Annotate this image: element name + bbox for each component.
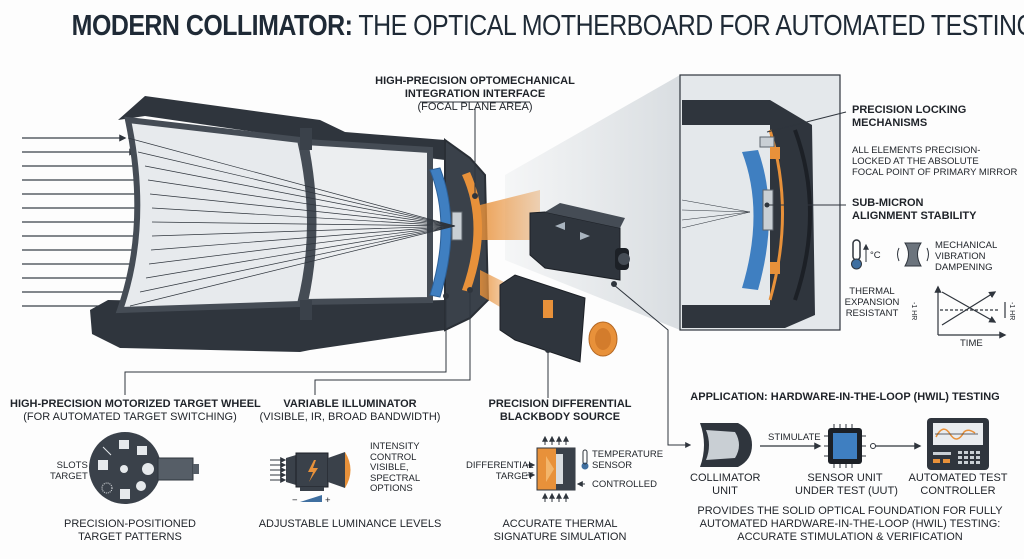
illuminator-option: CONTROL	[370, 451, 417, 463]
slots-target-label: SLOTS TARGET	[50, 460, 88, 482]
illuminator-option: INTENSITY	[370, 441, 420, 452]
thermal-unit: °C	[870, 250, 881, 261]
alignment-callout: SUB-MICRON ALIGNMENT STABILITY	[852, 197, 976, 223]
illuminator-option: OPTIONS	[370, 483, 413, 494]
stimulate-label: STIMULATE	[768, 432, 821, 443]
collimator-unit-label: COLLIMATOR UNIT	[690, 472, 761, 498]
illuminator-module	[529, 203, 630, 281]
locking-callout: PRECISION LOCKING MECHANISMS	[852, 104, 966, 130]
collimator-line-1: COLLIMATOR	[690, 472, 761, 484]
controller-line-2: CONTROLLER	[920, 485, 996, 497]
differential-target: TARGET	[495, 471, 534, 482]
blackbody-heading-1: PRECISION DIFFERENTIAL	[488, 398, 632, 410]
vibration-line-3: DAMPENING	[935, 262, 993, 273]
interface-heading-1: HIGH-PRECISION OPTOMECHANICAL	[375, 75, 575, 87]
target-wheel-title: HIGH-PRECISION MOTORIZED TARGET WHEEL (F…	[10, 398, 261, 424]
leader-lines	[124, 101, 692, 448]
target-wheel-icon	[89, 432, 199, 504]
collimator-line-2: UNIT	[712, 485, 738, 497]
illuminator-caption: ADJUSTABLE LUMINANCE LEVELS	[258, 518, 442, 530]
illuminator-icon	[270, 452, 351, 502]
application-heading: APPLICATION: HARDWARE-IN-THE-LOOP (HWIL)…	[680, 391, 1010, 404]
sensor-chip-icon	[824, 424, 866, 468]
luminance-plus: +	[325, 495, 331, 506]
thermometer-icon	[851, 239, 869, 270]
vibration-damper-icon	[897, 242, 929, 267]
alignment-heading-1: SUB-MICRON	[852, 197, 924, 209]
graph-x-label: TIME	[960, 338, 983, 349]
thermal-label: THERMAL EXPANSION RESISTANT	[842, 286, 902, 319]
thermal-line-3: RESISTANT	[845, 308, 899, 319]
interface-callout: HIGH-PRECISION OPTOMECHANICAL INTEGRATIO…	[360, 75, 590, 114]
thermal-line-2: EXPANSION	[844, 297, 900, 308]
target-wheel-sub: (FOR AUTOMATED TARGET SWITCHING)	[23, 411, 237, 423]
illuminator-sub: (VISIBLE, IR, BROAD BANDWIDTH)	[259, 411, 441, 423]
blackbody-module	[499, 274, 618, 363]
summary-line-3: ACCURATE STIMULATION & VERIFICATION	[737, 531, 963, 543]
hwil-collimator-icon	[700, 423, 752, 467]
controller-label: AUTOMATED TEST CONTROLLER	[908, 472, 1008, 498]
vibration-label: MECHANICAL VIBRATION DAMPENING	[935, 240, 997, 273]
blackbody-heading-2: BLACKBODY SOURCE	[499, 411, 621, 423]
graph-y-right-label: -1 HR	[1008, 302, 1015, 321]
alignment-heading-2: ALIGNMENT STABILITY	[852, 210, 977, 222]
illuminator-options: INTENSITY CONTROL VISIBLE, SPECTRAL OPTI…	[370, 441, 421, 495]
sensor-label: SENSOR	[592, 460, 633, 471]
temperature-label: TEMPERATURE	[592, 449, 664, 460]
target-wheel-heading: HIGH-PRECISION MOTORIZED TARGET WHEEL	[10, 398, 261, 410]
temperature-sensor-label: TEMPERATURE SENSOR	[592, 449, 663, 471]
vibration-line-2: VIBRATION	[935, 251, 986, 262]
illuminator-heading: VARIABLE ILLUMINATOR	[283, 398, 417, 410]
interface-heading-2: INTEGRATION INTERFACE	[404, 88, 546, 100]
application-heading-text: APPLICATION: HARDWARE-IN-THE-LOOP (HWIL)…	[690, 391, 1000, 403]
differential-label: DIFFERENTIAL	[466, 460, 534, 471]
target-wheel-caption: PRECISION-POSITIONED TARGET PATTERNS	[10, 518, 250, 544]
locking-heading-2: MECHANISMS	[852, 117, 928, 129]
thermal-line-1: THERMAL	[849, 286, 895, 297]
sensor-unit-label: SENSOR UNIT UNDER TEST (UUT)	[795, 472, 898, 498]
collimator-housing	[90, 96, 490, 352]
summary-line-1: PROVIDES THE SOLID OPTICAL FOUNDATION FO…	[697, 505, 1003, 517]
illuminator-option: VISIBLE,	[370, 462, 409, 473]
blackbody-caption-1: ACCURATE THERMAL	[502, 518, 618, 530]
graph-y-left-label: -1 HR	[910, 302, 917, 321]
slots-label: SLOTS	[56, 460, 88, 471]
luminance-minus: −	[292, 495, 298, 506]
blackbody-caption: ACCURATE THERMAL SIGNATURE SIMULATION	[460, 518, 660, 544]
sensor-line-2: UNDER TEST (UUT)	[795, 485, 898, 497]
summary-line-2: AUTOMATED HARDWARE-IN-THE-LOOP (HWIL) TE…	[699, 518, 1001, 530]
locking-desc-1: ALL ELEMENTS PRECISION-	[852, 145, 981, 156]
locking-desc-3: FOCAL POINT OF PRIMARY MIRROR	[852, 167, 1018, 178]
controlled-label: CONTROLLED	[592, 479, 657, 490]
blackbody-title: PRECISION DIFFERENTIAL BLACKBODY SOURCE	[460, 398, 660, 424]
target-label: TARGET	[50, 471, 88, 482]
interface-sub: (FOCAL PLANE AREA)	[417, 101, 533, 113]
sensor-line-1: SENSOR UNIT	[807, 472, 883, 484]
target-wheel-caption-1: PRECISION-POSITIONED	[63, 518, 197, 530]
blackbody-caption-2: SIGNATURE SIMULATION	[493, 531, 627, 543]
illuminator-beam	[480, 190, 540, 240]
test-controller-icon	[927, 418, 989, 470]
focal-plane-inset	[679, 74, 847, 331]
converging-rays	[127, 137, 456, 307]
page-title: MODERN COLLIMATOR: THE OPTICAL MOTHERBOA…	[71, 10, 1024, 43]
title-bold: MODERN COLLIMATOR:	[71, 10, 353, 42]
locking-desc-2: LOCKED AT THE ABSOLUTE	[852, 156, 979, 167]
locking-heading-1: PRECISION LOCKING	[852, 104, 967, 116]
vibration-line-1: MECHANICAL	[935, 240, 998, 251]
blackbody-icon	[526, 435, 589, 502]
incoming-rays	[22, 134, 153, 310]
locking-description: ALL ELEMENTS PRECISION- LOCKED AT THE AB…	[852, 145, 1017, 178]
application-summary: PROVIDES THE SOLID OPTICAL FOUNDATION FO…	[680, 505, 1020, 544]
illuminator-title: VARIABLE ILLUMINATOR (VISIBLE, IR, BROAD…	[250, 398, 450, 424]
illuminator-option: SPECTRAL	[370, 472, 421, 484]
target-wheel-caption-2: TARGET PATTERNS	[78, 531, 182, 543]
controller-line-1: AUTOMATED TEST	[908, 472, 1008, 484]
stability-graph	[934, 285, 1007, 339]
differential-target-label: DIFFERENTIAL TARGET	[466, 460, 534, 482]
title-rest: THE OPTICAL MOTHERBOARD FOR AUTOMATED TE…	[352, 10, 1024, 42]
